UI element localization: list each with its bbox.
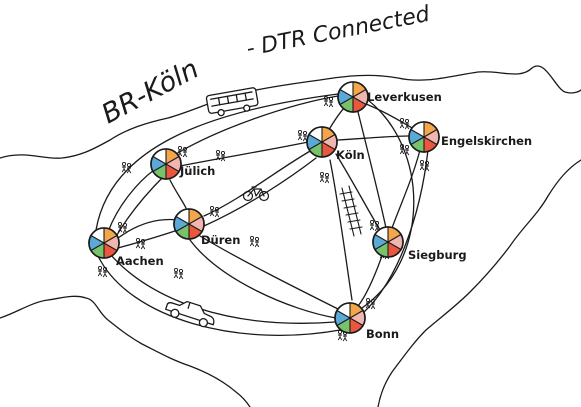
edge-aachen-leverkusen — [95, 93, 339, 231]
edge-aachen-juelich — [107, 169, 155, 233]
node-label-aachen: Aachen — [116, 254, 164, 268]
edge-aachen-dueren-2 — [117, 229, 179, 249]
edge-juelich-koeln — [179, 141, 309, 167]
wheel-pie-icon — [408, 121, 440, 153]
edge-koeln-engelskirchen — [337, 135, 409, 141]
edge-leverkusen-siegburg — [357, 111, 387, 229]
edge-koeln-bonn — [329, 159, 353, 301]
wheel-pie-icon — [173, 208, 205, 240]
edge-engelskirchen-siegburg — [391, 149, 421, 229]
node-label-leverkusen: Leverkusen — [367, 90, 442, 104]
car-icon — [165, 300, 215, 328]
edge-aachen-bonn-2 — [97, 255, 341, 336]
edge-dueren-koeln-2 — [203, 157, 317, 227]
region-border — [0, 65, 581, 159]
edge-dueren-bonn-2 — [189, 239, 337, 319]
node-aachen[interactable]: Aachen — [88, 227, 164, 268]
node-koeln[interactable]: Köln — [306, 126, 365, 162]
node-label-siegburg: Siegburg — [408, 248, 467, 262]
wheel-pie-icon — [334, 302, 366, 334]
diagram-title: BR-Köln — [97, 54, 204, 131]
connections — [95, 93, 429, 336]
edge-dueren-bonn — [199, 235, 341, 311]
edge-dueren-koeln — [203, 149, 313, 217]
wheel-pie-icon — [306, 126, 338, 158]
node-engelskirchen[interactable]: Engelskirchen — [408, 121, 532, 153]
wheel-pie-icon — [372, 226, 404, 258]
edge-koeln-siegburg — [335, 153, 381, 231]
region-border-bottom — [0, 295, 251, 407]
node-siegburg[interactable]: Siegburg — [372, 226, 467, 262]
node-label-dueren: Düren — [201, 233, 240, 247]
edge-juelich-dueren — [169, 179, 187, 209]
edge-leverkusen-engelskirchen — [365, 103, 413, 129]
node-label-juelich: Jülich — [179, 164, 215, 178]
node-bonn[interactable]: Bonn — [334, 302, 399, 341]
node-label-engelskirchen: Engelskirchen — [441, 134, 532, 148]
diagram-subtitle: - DTR Connected — [244, 2, 432, 62]
edge-juelich-leverkusen — [175, 95, 339, 155]
wheel-pie-icon — [150, 148, 182, 180]
node-leverkusen[interactable]: Leverkusen — [337, 81, 442, 113]
node-dueren[interactable]: Düren — [173, 208, 240, 247]
railway-track-icon — [339, 185, 363, 237]
bicycle-icon — [242, 186, 270, 202]
edge-leverkusen-bonn — [361, 99, 415, 309]
edge-aachen-dueren — [117, 218, 179, 239]
node-label-bonn: Bonn — [366, 327, 399, 341]
edge-engelskirchen-bonn — [363, 149, 429, 313]
edge-aachen-juelich-2 — [113, 175, 165, 241]
node-juelich[interactable]: Jülich — [150, 148, 215, 180]
wheel-pie-icon — [88, 227, 120, 259]
region-border-right — [377, 159, 581, 407]
bus-icon — [205, 87, 259, 117]
edge-siegburg-bonn — [357, 255, 383, 307]
node-label-koeln: Köln — [336, 148, 365, 162]
wheel-pie-icon — [337, 81, 369, 113]
